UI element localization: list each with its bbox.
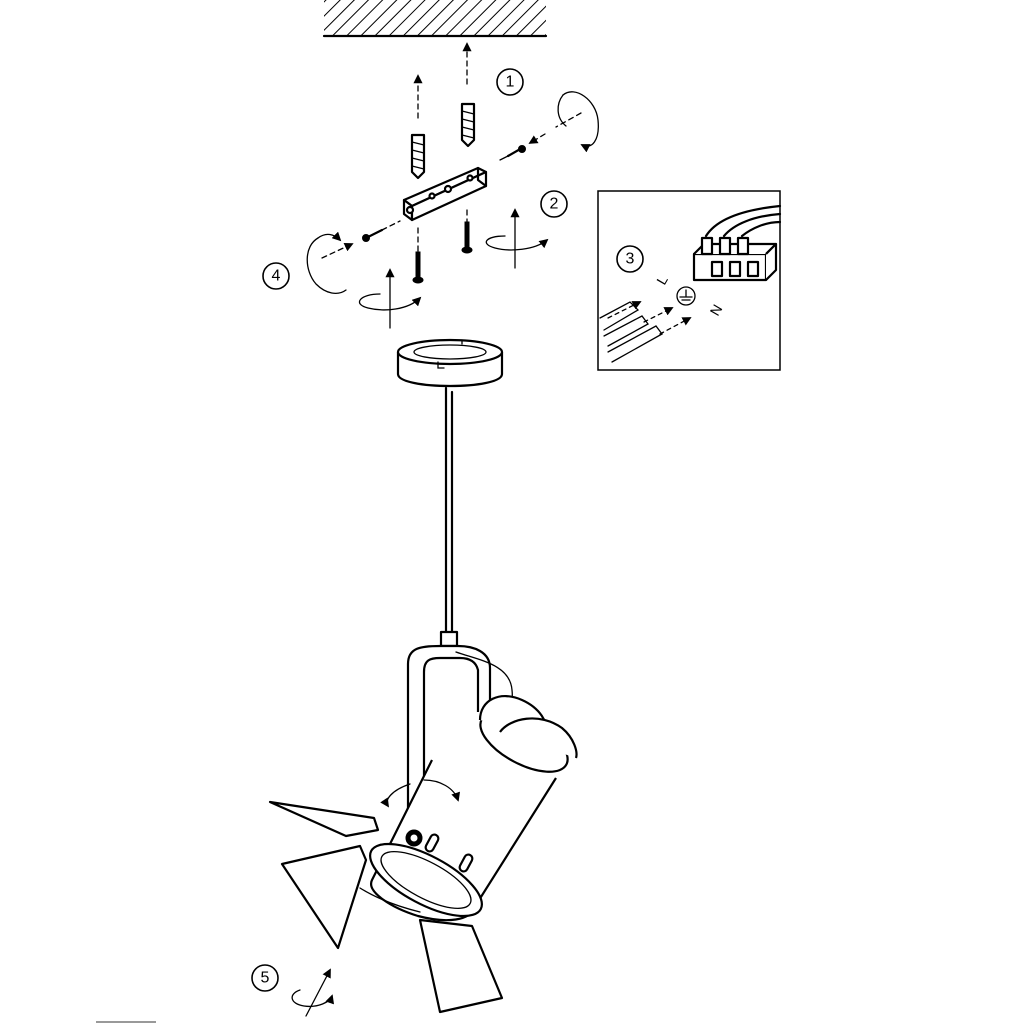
spotlight-body [369, 695, 578, 922]
side-screw-left [321, 220, 401, 259]
screw-left-vertical [412, 227, 424, 284]
side-screw-right [499, 112, 582, 161]
wall-plug-left [410, 133, 426, 180]
step-1-number: 1 [506, 74, 515, 91]
step-4-marker: 4 [262, 262, 290, 290]
mounting-bracket [402, 166, 488, 222]
terminal-block [692, 236, 778, 282]
rotation-arrow-step4 [306, 231, 422, 329]
step-4-number: 4 [272, 268, 281, 285]
wall-plug-right [460, 102, 476, 148]
wire-bundle [599, 204, 782, 363]
rotation-arrow-step2 [485, 208, 549, 269]
ground-symbol [676, 286, 696, 306]
step-2-number: 2 [550, 196, 559, 213]
step-5-number: 5 [261, 970, 270, 987]
step-5-marker: 5 [251, 964, 279, 992]
drill-arrows [413, 42, 472, 119]
suspension-rod [439, 386, 459, 648]
step-3-number: 3 [626, 251, 635, 268]
ceiling-canopy [396, 338, 504, 388]
barn-doors [268, 800, 504, 1014]
rotation-arrow-step5 [291, 968, 335, 1017]
screw-right-vertical [461, 209, 473, 254]
step-3-marker: 3 [616, 245, 644, 273]
step-2-marker: 2 [540, 190, 568, 218]
ceiling-surface [322, 0, 548, 38]
step-1-marker: 1 [496, 68, 524, 96]
rotation-arrow-top-right [557, 91, 599, 153]
wiring-inset: L N [597, 190, 782, 371]
